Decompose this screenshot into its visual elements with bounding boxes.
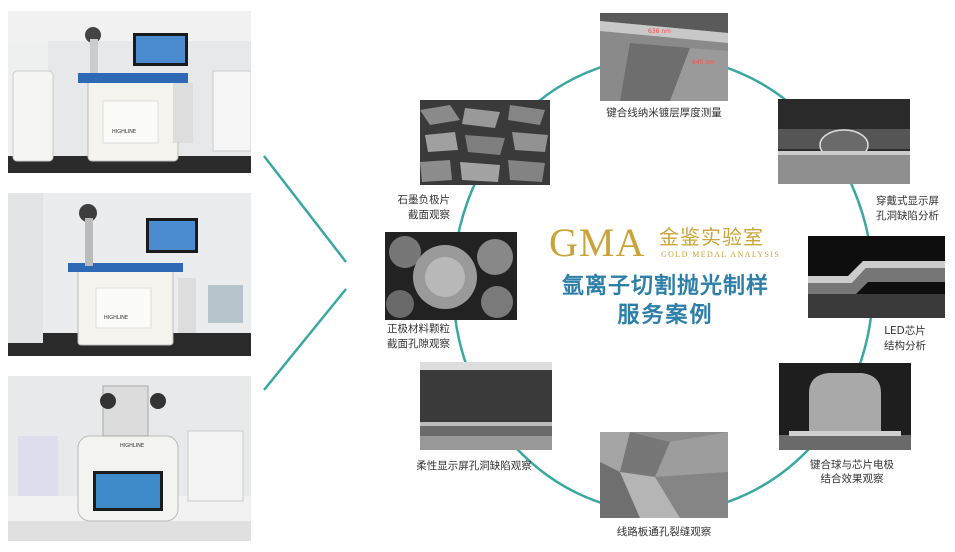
instrument-label: HIGHLINE [120,443,145,449]
case-caption: 截面观察 [408,209,450,221]
instrument-photo-1: HIGHLINE [8,11,251,173]
brand-logo: GMA [549,220,646,265]
case-caption: LED芯片 [884,325,926,337]
case-image-cathode-particles [385,232,517,320]
case-caption: 结合效果观察 [820,473,884,485]
case-image-flexible-display [420,362,552,450]
case-caption: 石墨负极片 [397,194,451,206]
measurement-label: 638 nm [648,28,672,35]
instrument-photo-3: HIGHLINE [8,376,251,541]
measurement-label: 645 nm [692,59,716,66]
case-image-led-chip [808,236,945,318]
case-caption: 孔洞缺陷分析 [876,210,939,222]
case-caption: 键合球与芯片电极 [810,459,894,471]
case-caption: 键合线纳米镀层厚度测量 [606,107,722,119]
case-image-wearable-display [778,99,910,184]
instrument-label: HIGHLINE [112,129,137,135]
page-title: 氩离子切割抛光制样 [561,274,769,299]
case-caption: 正极材料颗粒 [387,323,450,335]
case-caption: 线路板通孔裂缝观察 [616,526,712,538]
case-caption: 柔性显示屏孔洞缺陷观察 [416,460,532,472]
case-caption: 穿戴式显示屏 [876,195,939,207]
instrument-photo-2: HIGHLINE [8,193,251,356]
brand-chinese-name: 金鉴实验室 [659,225,764,249]
instrument-label: HIGHLINE [104,315,129,321]
case-caption: 截面孔隙观察 [387,338,450,350]
brand-english-name: GOLD MEDAL ANALYSIS [661,250,781,259]
page-subtitle: 服务案例 [617,303,714,328]
case-image-bond-wire-coating: 638 nm 645 nm [600,13,728,101]
case-image-graphite-anode [420,100,550,185]
case-image-bond-ball [779,363,911,450]
case-caption: 结构分析 [884,340,926,352]
case-image-pcb-through-hole [600,432,728,518]
